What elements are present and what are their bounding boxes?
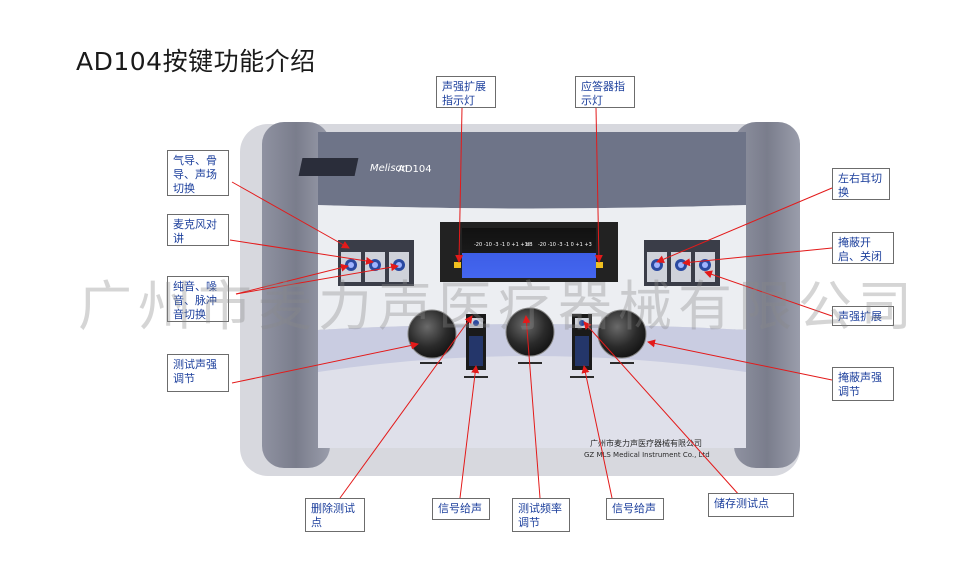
model-name: AD104 xyxy=(398,164,432,175)
arrow-intensity-indicator xyxy=(455,107,464,263)
company-name-en: GZ MLS Medical Instrument Co., Ltd xyxy=(584,451,710,459)
arrow-signal-left xyxy=(459,365,480,499)
callout-test-frequency: 测试频率调节 xyxy=(512,498,570,532)
callout-response-indicator: 应答器指示灯 xyxy=(575,76,635,108)
callout-masking-toggle: 掩蔽开启、关闭 xyxy=(832,232,894,264)
callout-intensity-ext-indicator: 声强扩展指示灯 xyxy=(436,76,496,108)
arrow-tone-2 xyxy=(235,263,399,295)
signal-bar-left[interactable] xyxy=(466,314,486,370)
callout-intensity-extension: 声强扩展 xyxy=(832,306,894,326)
intensity-indicator-light xyxy=(454,262,461,268)
arrow-intensity-ext xyxy=(704,270,833,317)
response-indicator-light xyxy=(596,262,603,268)
arrow-delete-point xyxy=(339,315,473,499)
page-title: AD104按键功能介绍 xyxy=(76,47,316,76)
callout-tone-switch: 纯音、噪音、脉冲音切换 xyxy=(167,276,229,322)
arrow-frequency xyxy=(522,315,541,499)
test-frequency-knob[interactable] xyxy=(505,307,555,357)
callout-arrows xyxy=(229,107,833,499)
lcd-unit: dB xyxy=(526,242,533,248)
arrow-store-point xyxy=(583,321,741,497)
test-intensity-knob[interactable] xyxy=(407,309,457,359)
brand-badge xyxy=(298,158,359,176)
lcd-screen xyxy=(462,228,596,278)
callout-test-intensity: 测试声强调节 xyxy=(167,354,229,392)
callout-masking-intensity: 掩蔽声强调节 xyxy=(832,367,894,401)
arrow-masking-toggle xyxy=(682,247,833,267)
callout-signal-right: 信号给声 xyxy=(606,498,664,520)
callout-talk-mic: 麦克风对讲 xyxy=(167,214,229,246)
company-name-cn: 广州市麦力声医疗器械有限公司 xyxy=(590,438,702,448)
brand-logo: Melison xyxy=(370,163,408,174)
lcd-scale-right: -20 -10 -3 -1 0 +1 +3 xyxy=(538,242,592,248)
arrow-tone xyxy=(235,263,349,295)
callout-delete-point: 删除测试点 xyxy=(305,498,365,532)
arrow-signal-right xyxy=(581,365,613,499)
arrow-test-intensity xyxy=(231,341,419,384)
callout-conduction-switch: 气导、骨导、声场切换 xyxy=(167,150,229,196)
callout-left-right-switch: 左右耳切换 xyxy=(832,168,890,200)
arrow-conduction xyxy=(231,181,350,249)
top-panel xyxy=(318,132,746,209)
masking-intensity-knob[interactable] xyxy=(597,309,647,359)
arrow-mic xyxy=(229,239,374,265)
lcd-scale-left: -20 -10 -3 -1 0 +1 +3 xyxy=(474,242,528,248)
callout-signal-left: 信号给声 xyxy=(432,498,490,520)
arrow-left-right xyxy=(656,187,833,263)
arrow-response-indicator xyxy=(594,107,603,263)
watermark: 广州市麦力声医疗器械有限公司 xyxy=(78,275,918,338)
arrow-masking-intensity xyxy=(647,339,833,381)
callout-store-point: 储存测试点 xyxy=(708,493,794,517)
